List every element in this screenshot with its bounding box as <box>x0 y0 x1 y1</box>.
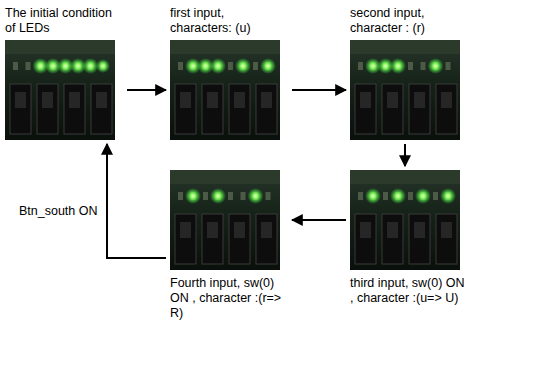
caption-group: first input, characters: (u) <box>170 6 288 36</box>
step-caption: second input, character : (r) <box>350 6 468 36</box>
flow-arrow <box>127 89 166 91</box>
caption-group: third input, sw(0) ON , character :(u=> … <box>350 276 468 306</box>
led-photo <box>170 170 280 270</box>
caption-group: second input, character : (r) <box>350 6 468 36</box>
led-glow <box>428 58 444 74</box>
photo-area <box>350 40 460 140</box>
led-glows <box>33 58 457 204</box>
led-photo-panel: second input, character : (r) <box>350 6 468 140</box>
led-photo <box>350 170 460 270</box>
caption-group: Fourth input, sw(0) ON , character :(r=>… <box>170 276 288 321</box>
led-glow <box>365 188 381 204</box>
led-glow <box>185 188 201 204</box>
photo-area <box>170 40 280 140</box>
led-glow <box>248 188 264 204</box>
flow-arrow <box>292 219 346 221</box>
led-photo-panel: The initial condition of LEDs <box>5 6 123 140</box>
photo-area <box>350 170 460 270</box>
led-photo-panel: Fourth input, sw(0) ON , character :(r=>… <box>170 170 288 321</box>
led-photo <box>350 40 460 140</box>
edge-label: Btn_south ON <box>19 204 99 219</box>
step-caption: third input, sw(0) ON , character :(u=> … <box>350 276 468 306</box>
led-glow <box>210 58 226 74</box>
flow-arrow <box>107 144 166 258</box>
led-glow <box>96 59 110 73</box>
photo-area <box>170 170 280 270</box>
led-photo-panel: third input, sw(0) ON , character :(u=> … <box>350 170 468 306</box>
led-glow <box>235 58 251 74</box>
flow-arrow <box>404 144 406 166</box>
caption-group: The initial condition of LEDs <box>5 6 123 36</box>
step-caption: The initial condition of LEDs <box>5 6 123 36</box>
step-caption: Fourth input, sw(0) ON , character :(r=>… <box>170 276 288 321</box>
led-glow <box>440 188 456 204</box>
led-glow <box>260 58 276 74</box>
led-glow <box>415 188 431 204</box>
led-glow <box>390 188 406 204</box>
step-caption: first input, characters: (u) <box>170 6 288 36</box>
led-glow <box>390 58 406 74</box>
flow-arrow <box>292 89 346 91</box>
led-photo <box>170 40 280 140</box>
led-photo <box>5 40 115 140</box>
led-glow <box>210 188 226 204</box>
photo-area <box>5 40 115 140</box>
led-photo-panel: first input, characters: (u) <box>170 6 288 140</box>
